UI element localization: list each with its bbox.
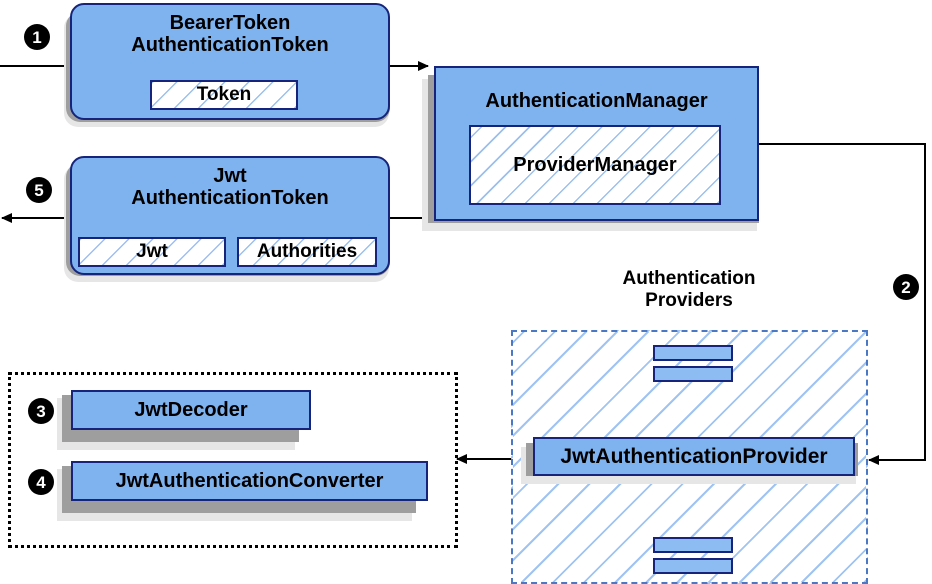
step-badge-3: 3 [28,398,54,424]
jwt-decoder-node[interactable]: JwtDecoder [71,390,311,430]
bearer-token-label-line1: BearerToken [169,12,291,34]
jwt-token-slot-authorities: Authorities [237,237,377,267]
provider-bar-top-1 [653,345,733,361]
authentication-manager-title: AuthenticationManager [485,90,708,112]
jwt-authentication-converter-node[interactable]: JwtAuthenticationConverter [71,461,428,501]
bearer-token-label-line2: AuthenticationToken [131,34,329,57]
step-badge-4-number: 4 [36,472,46,492]
authentication-providers-title-line1: Authentication [622,268,756,289]
step-badge-3-number: 3 [36,401,46,421]
provider-bar-bottom-2 [653,558,733,574]
step-badge-2-number: 2 [901,277,911,297]
step-badge-5-number: 5 [34,180,44,200]
provider-manager-label: ProviderManager [513,153,677,176]
jwt-token-label-line1: Jwt [213,165,247,187]
step-badge-4: 4 [28,469,54,495]
bearer-token-slot-label: Token [196,84,252,105]
jwt-token-slot-jwt-label: Jwt [136,241,168,262]
bearer-token-slot-token: Token [150,80,298,110]
jwt-decoder-label: JwtDecoder [134,398,248,421]
jwt-token-slot-jwt: Jwt [78,237,226,267]
provider-bar-top-2 [653,366,733,382]
jwt-token-slot-authorities-label: Authorities [256,241,358,262]
jwt-token-label-line2: AuthenticationToken [131,187,329,210]
authentication-providers-title: Authentication Providers [604,268,774,312]
step-badge-2: 2 [893,274,919,300]
provider-bar-bottom-1 [653,537,733,553]
step-badge-5: 5 [26,177,52,203]
jwt-authentication-provider-node[interactable]: JwtAuthenticationProvider [533,437,855,476]
authentication-providers-title-line2: Providers [645,289,733,311]
authentication-manager-slot-provider-manager: ProviderManager [469,125,721,205]
step-badge-1: 1 [24,24,50,50]
jwt-authentication-converter-label: JwtAuthenticationConverter [115,469,384,492]
step-badge-1-number: 1 [32,27,42,47]
jwt-authentication-provider-label: JwtAuthenticationProvider [560,444,828,468]
